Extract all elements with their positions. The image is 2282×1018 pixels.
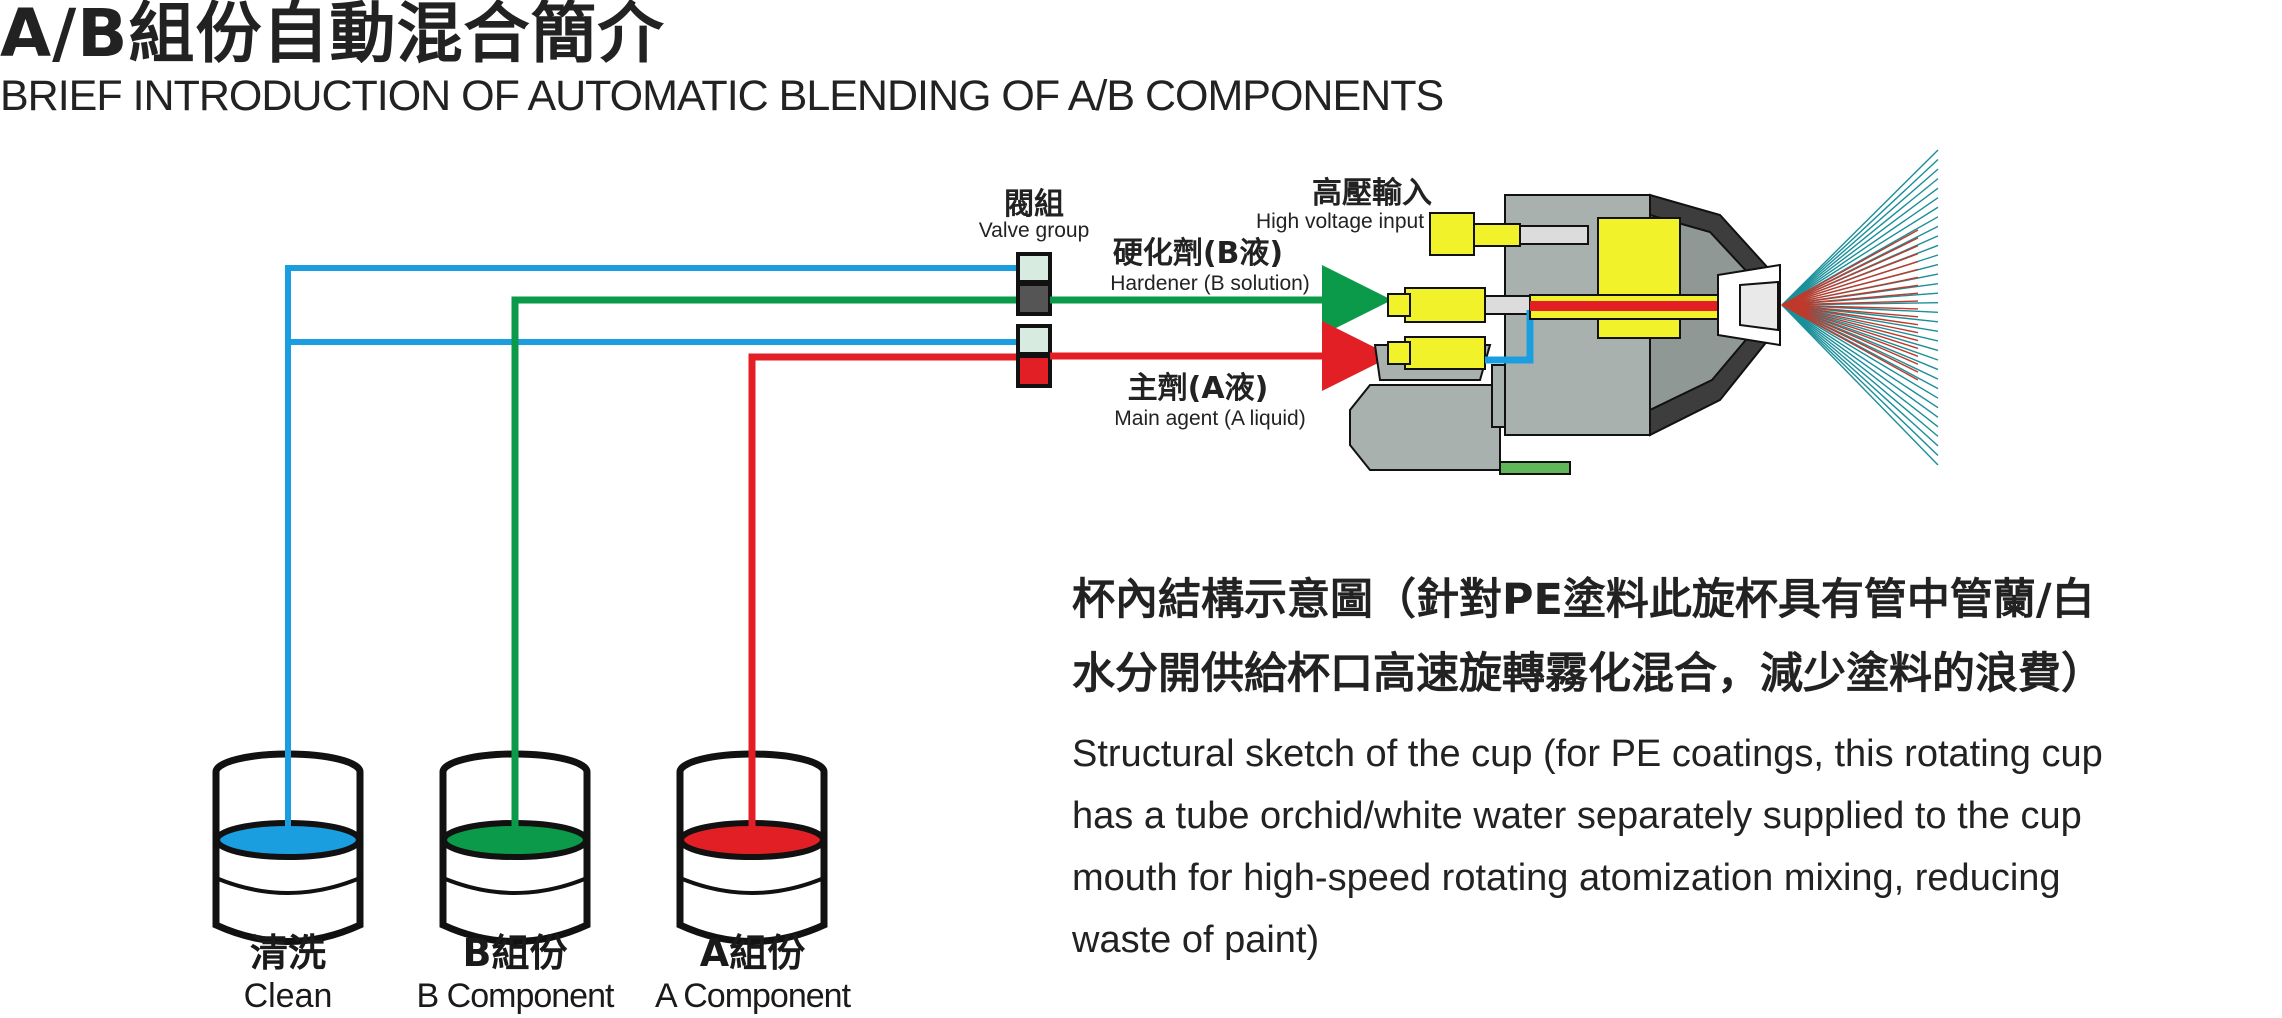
tank-label-a-en: A Component [654,977,851,1015]
spray-ray [1781,206,1939,306]
spray-ray-red [1781,304,1919,334]
page-subtitle: BRIEF INTRODUCTION OF AUTOMATIC BLENDING… [0,72,1444,120]
spray-ray-red [1781,292,1919,306]
tank-label-clean-zh: 清洗 [249,931,326,975]
spray-ray [1781,149,1939,306]
spray-ray-red [1781,253,1919,306]
tank-label-b-zh: B組份 [462,931,568,975]
caption-zh-line-2: 水分開供給杯口高速旋轉霧化混合，減少塗料的浪費） [1072,649,2104,699]
hardener-label-zh: 硬化劑(B液) [1113,236,1283,271]
tank-label-a-zh: A組份 [699,931,806,975]
caption-en-line-1: Structural sketch of the cup (for PE coa… [1072,733,2103,775]
spray-ray-red [1781,276,1919,306]
valve-group-label-en: Valve group [979,219,1090,242]
spray-ray [1781,304,1939,409]
spray-ray-red [1781,304,1919,326]
spray-ray-red [1781,268,1919,306]
spray-ray-red [1781,237,1919,306]
spray-ray [1781,159,1939,306]
spray-ray-red [1781,245,1919,306]
tank-a-component [676,750,828,945]
spray-ray-red [1781,304,1919,318]
pipe-hardener [511,296,1018,840]
tank-label-clean: 清洗 Clean [208,930,368,1016]
spray-ray [1781,168,1939,306]
spray-ray [1781,304,1939,466]
spray-ray-red [1781,304,1919,310]
tank-clean [212,750,364,945]
main-agent-label-en: Main agent (A liquid) [1114,407,1305,430]
spray-ray [1781,304,1939,437]
valve-group-label-zh: 閥組 [1004,187,1064,222]
spray-ray [1781,304,1939,456]
spray-ray-red [1781,304,1919,357]
spray-gun-assembly [1349,193,1781,475]
spray-ray [1781,304,1939,399]
pipe-main-agent [748,353,1018,840]
caption-en-line-4: waste of paint) [1072,919,1320,961]
spray-ray-red [1781,229,1919,306]
spray-ray-red [1781,304,1919,373]
spray-ray-red [1781,260,1919,306]
spray-ray [1781,304,1939,428]
valve-group [1016,252,1052,388]
spray-ray-red [1781,300,1919,306]
tank-label-b: B組份 B Component [405,930,625,1016]
page-title: A/B組份自動混合簡介 [0,0,665,72]
spray-ray-red [1781,284,1919,306]
pipe-clean [285,265,1018,840]
spray-ray [1781,304,1939,447]
hardener-label-en: Hardener (B solution) [1110,272,1310,295]
spray-ray [1781,304,1939,418]
tank-label-clean-en: Clean [243,977,333,1015]
spray-ray-red [1781,304,1919,342]
spray-ray-red [1781,304,1919,365]
tank-label-b-en: B Component [416,977,615,1015]
spray-ray [1781,178,1939,306]
spray-ray-red [1781,304,1919,350]
spray-ray [1781,187,1939,306]
main-agent-label-zh: 主劑(A液) [1128,371,1269,406]
spray-ray [1781,197,1939,306]
high-voltage-label-zh: 高壓輸入 [1312,176,1432,211]
spray-ray-red [1781,304,1919,381]
caption-en-line-3: mouth for high-speed rotating atomizatio… [1072,857,2061,899]
caption-en-line-2: has a tube orchid/white water separately… [1072,795,2082,837]
caption-zh-line-1: 杯內結構示意圖（針對PE塗料此旋杯具有管中管蘭/白 [1072,575,2095,625]
spray-pattern [1781,149,1939,466]
high-voltage-label-en: High voltage input [1256,210,1424,233]
tank-label-a: A組份 A Component [640,930,865,1016]
